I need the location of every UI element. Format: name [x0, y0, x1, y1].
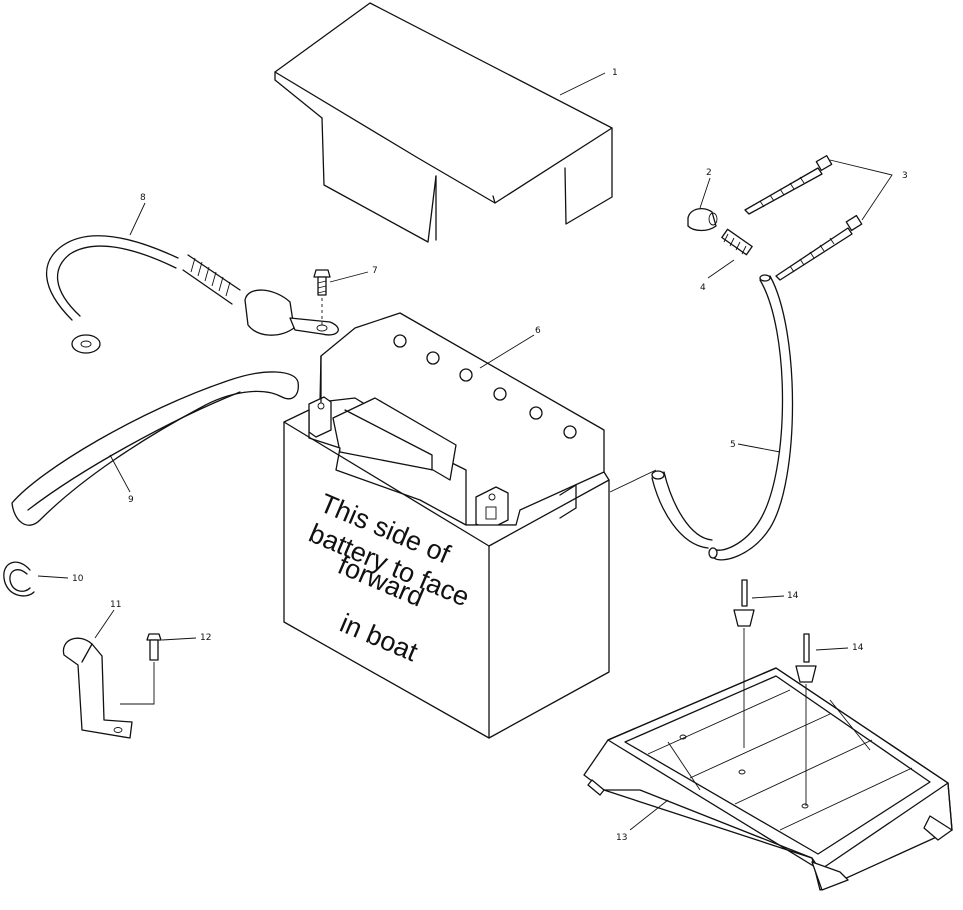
callout-12: 12	[200, 633, 211, 643]
leader-2	[699, 177, 711, 209]
negative-cable	[46, 235, 339, 354]
leader-4	[707, 259, 735, 279]
callout-1: 1	[612, 68, 618, 78]
bracket	[62, 637, 133, 739]
leader-14a	[751, 595, 785, 599]
leader-10	[37, 575, 69, 579]
leader-1	[559, 72, 606, 96]
vent-cap	[687, 207, 718, 232]
callout-14b: 14	[852, 643, 864, 653]
callout-10: 10	[72, 574, 84, 584]
callout-9: 9	[128, 495, 134, 505]
leader-9	[109, 454, 131, 493]
bolt-7	[313, 269, 331, 325]
leader-7	[329, 271, 369, 283]
vent-tube	[609, 274, 794, 561]
hold-down-strap	[11, 371, 299, 526]
screws	[744, 155, 863, 281]
leader-5	[737, 443, 781, 453]
leader-3	[829, 159, 893, 221]
leader-8	[129, 202, 146, 236]
battery-tray	[583, 667, 953, 891]
callout-13: 13	[616, 833, 627, 843]
bolt-12	[120, 633, 162, 705]
callout-7: 7	[372, 266, 378, 276]
callout-8: 8	[140, 193, 146, 203]
vent-fitting	[721, 228, 753, 256]
leader-13	[629, 799, 669, 831]
battery-cover	[274, 2, 613, 243]
callout-6: 6	[535, 326, 541, 336]
callout-5: 5	[730, 440, 736, 450]
clip	[3, 561, 35, 597]
callout-3: 3	[902, 171, 908, 181]
battery	[283, 312, 610, 739]
leader-11	[94, 609, 115, 639]
push-rivet-2	[795, 633, 817, 806]
callout-11: 11	[110, 600, 121, 610]
push-rivet-1	[733, 579, 755, 748]
leader-6	[479, 334, 535, 369]
callout-14a: 14	[787, 591, 799, 601]
callout-2: 2	[706, 168, 712, 178]
leader-12	[161, 637, 197, 641]
callout-4: 4	[700, 283, 706, 293]
leader-14b	[815, 647, 849, 651]
